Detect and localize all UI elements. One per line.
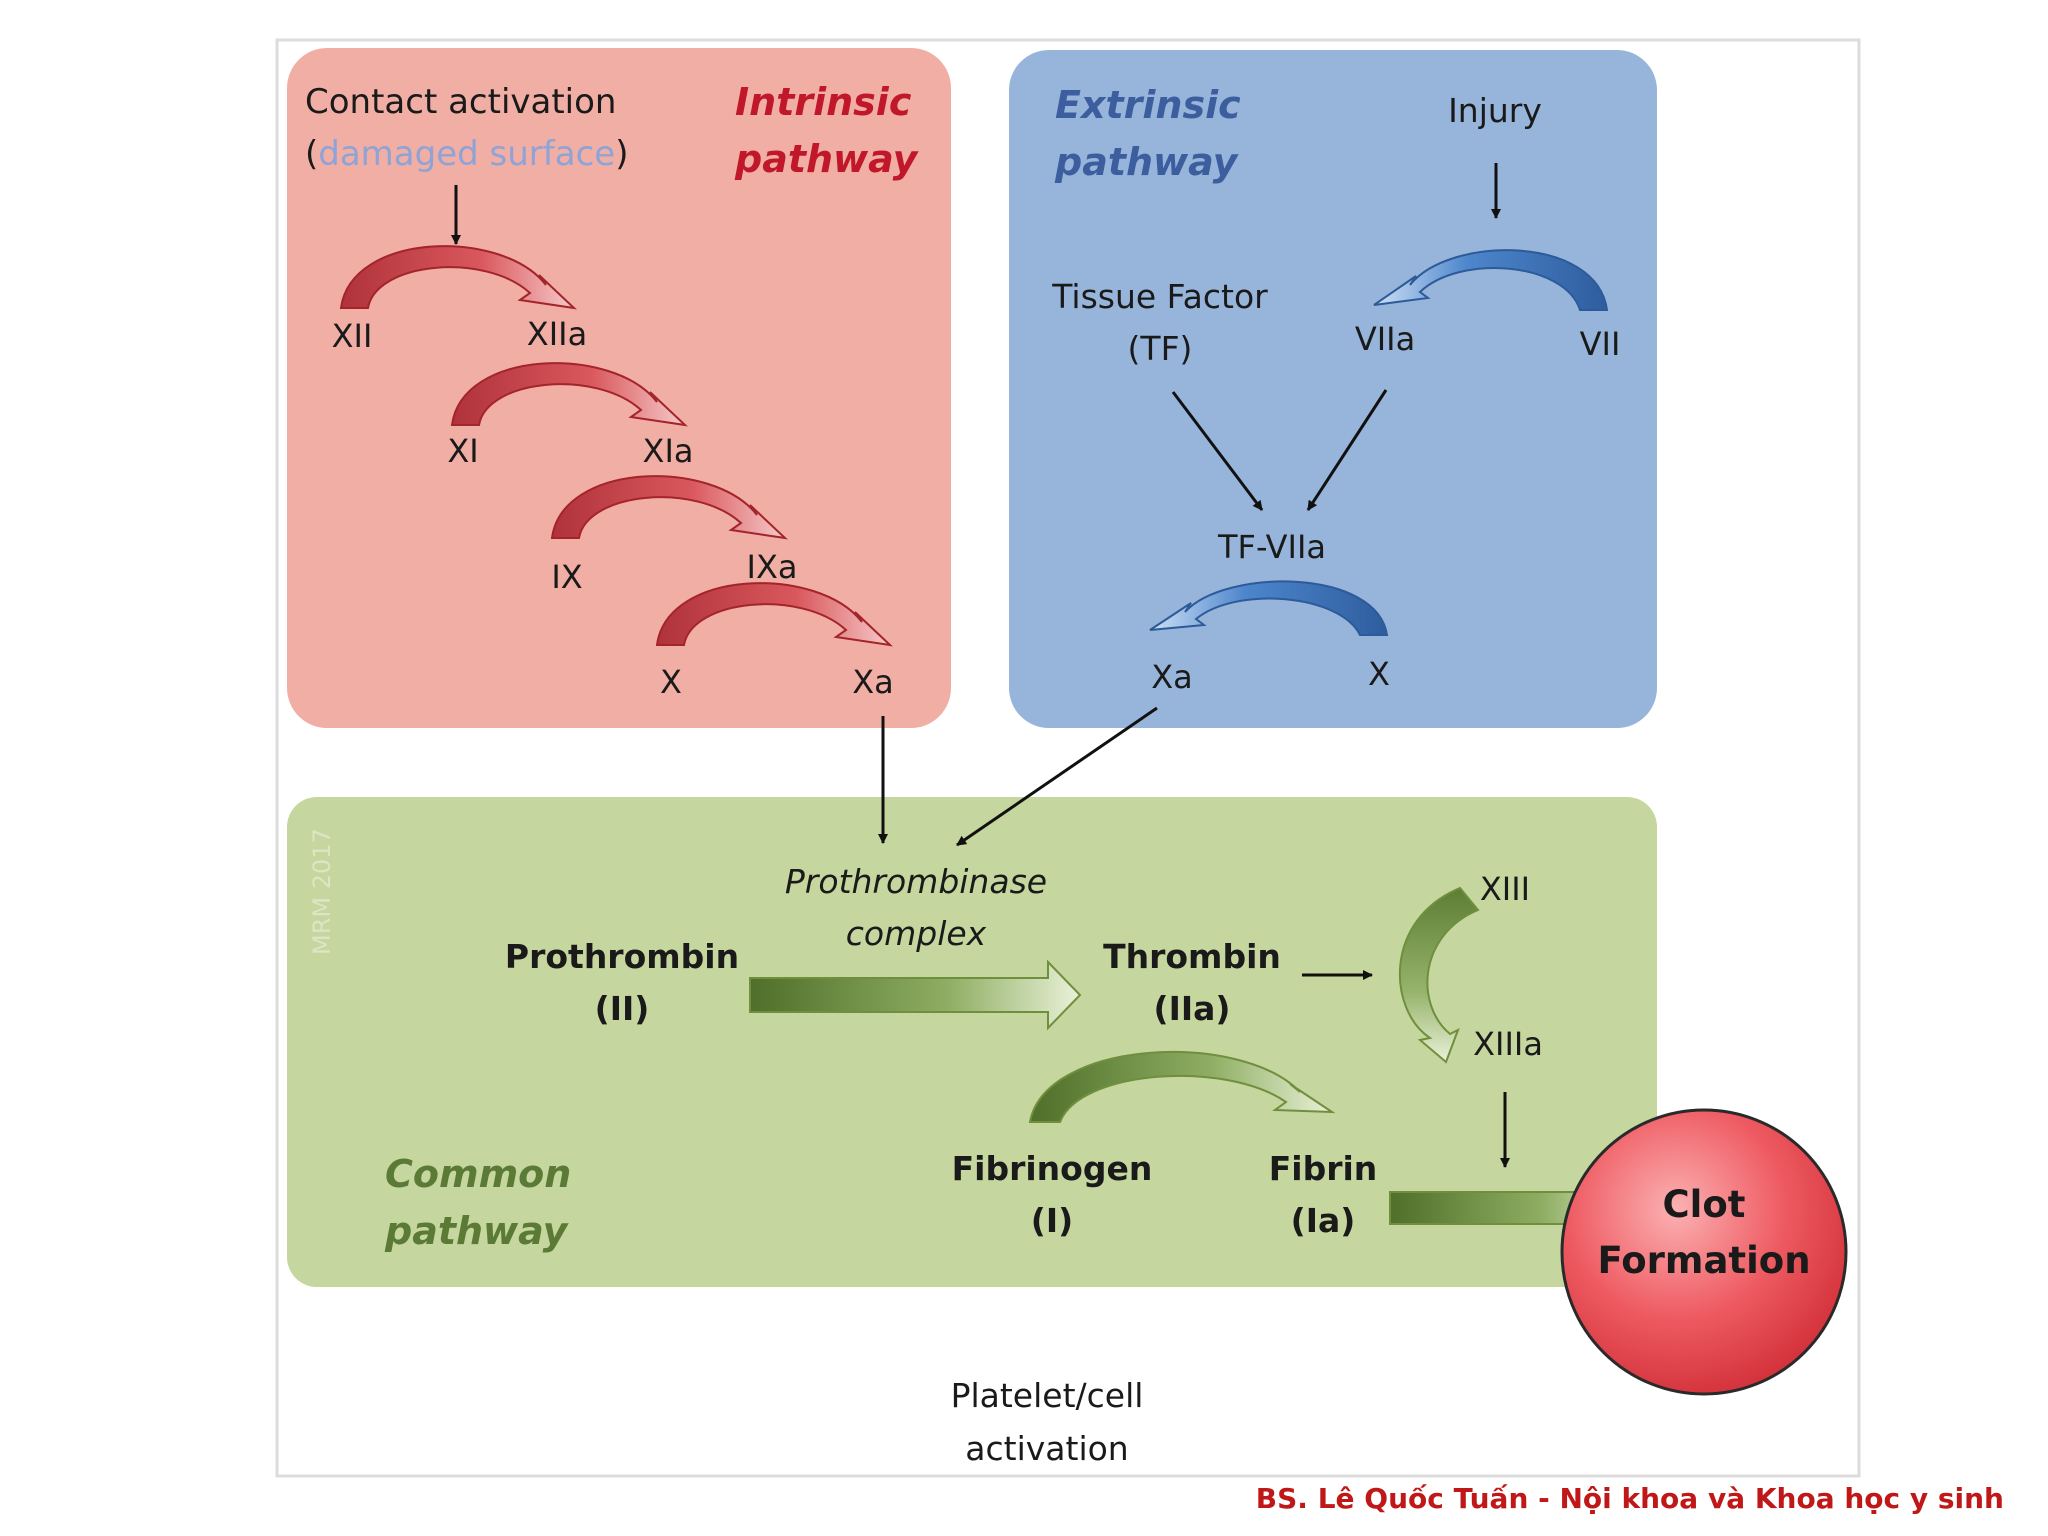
common-title: Common xyxy=(385,1152,571,1196)
factor-viia-label: VIIa xyxy=(1355,320,1415,358)
factor-x-label: X xyxy=(660,663,682,701)
factor-ix-label: IX xyxy=(551,558,582,596)
factor-xiia-label: XIIa xyxy=(527,315,587,353)
extrinsic-xa-label: Xa xyxy=(1151,658,1193,696)
clot-formation-label: Formation xyxy=(1597,1239,1810,1282)
extrinsic-panel xyxy=(1009,50,1657,728)
extrinsic-title: Extrinsic xyxy=(1055,83,1241,127)
injury-label: Injury xyxy=(1448,91,1542,130)
common-title: pathway xyxy=(384,1209,570,1253)
watermark: MRM 2017 xyxy=(308,828,336,955)
x-to-xa-arrow-intrinsic xyxy=(655,582,894,647)
tf-to-tfviia-arrow xyxy=(1171,391,1264,511)
prothrombin-to-thrombin-arrow xyxy=(749,959,1082,1031)
prothrombinase-label: Prothrombinase xyxy=(785,862,1047,901)
factor-ixa-label: IXa xyxy=(747,548,798,586)
tissue-factor-label: Tissue Factor xyxy=(1051,277,1268,316)
intrinsic-title: pathway xyxy=(734,137,920,181)
xii-to-xiia-arrow xyxy=(339,245,578,310)
vii-to-viia-arrow xyxy=(1373,249,1609,311)
tissue-factor-abbrev: (TF) xyxy=(1128,329,1193,368)
xiii-to-xiiia-arrow xyxy=(1398,886,1480,1064)
clot-formation-circle xyxy=(1560,1108,1848,1396)
damaged-surface-label: (damaged surface) xyxy=(305,134,628,174)
thrombin-label: (IIa) xyxy=(1154,989,1231,1028)
footer-credit: BS. Lê Quốc Tuấn - Nội khoa và Khoa học … xyxy=(1255,1482,2004,1515)
common-panel xyxy=(287,797,1657,1287)
platelet-activation-label: activation xyxy=(965,1429,1128,1468)
intrinsic-title: Intrinsic xyxy=(735,80,912,124)
factor-xi-label: XI xyxy=(447,432,478,470)
fibrinogen-label: Fibrinogen xyxy=(952,1149,1153,1188)
prothrombinase-label: complex xyxy=(846,914,987,953)
extrinsic-x-label: X xyxy=(1368,655,1390,693)
factor-xii-label: XII xyxy=(332,317,373,355)
extrinsic-title: pathway xyxy=(1054,140,1240,184)
x-to-xa-arrow-extrinsic xyxy=(1149,580,1389,636)
fibrin-label: Fibrin xyxy=(1269,1149,1378,1188)
fibrinogen-label: (I) xyxy=(1031,1201,1073,1240)
factor-xiiia-label: XIIIa xyxy=(1473,1025,1543,1063)
prothrombin-label: Prothrombin xyxy=(505,937,739,976)
thrombin-label: Thrombin xyxy=(1103,937,1281,976)
ix-to-ixa-arrow xyxy=(550,475,789,540)
factor-vii-label: VII xyxy=(1580,325,1621,363)
xi-to-xia-arrow xyxy=(450,362,689,427)
clot-formation-label: Clot xyxy=(1663,1183,1746,1226)
factor-xia-label: XIa xyxy=(643,432,694,470)
factor-xa-label: Xa xyxy=(852,663,894,701)
fibrin-label: (Ia) xyxy=(1291,1201,1356,1240)
prothrombin-label: (II) xyxy=(595,989,650,1028)
platelet-activation-label: Platelet/cell xyxy=(951,1376,1144,1415)
contact-activation-label: Contact activation xyxy=(305,82,616,122)
tf-viia-label: TF-VIIa xyxy=(1217,528,1326,566)
extrinsic-xa-to-prothrombinase-arrow xyxy=(956,706,1158,847)
factor-xiii-label: XIII xyxy=(1480,870,1530,908)
viia-to-tfviia-arrow xyxy=(1306,389,1388,511)
fibrinogen-to-fibrin-arrow xyxy=(1028,1051,1336,1123)
